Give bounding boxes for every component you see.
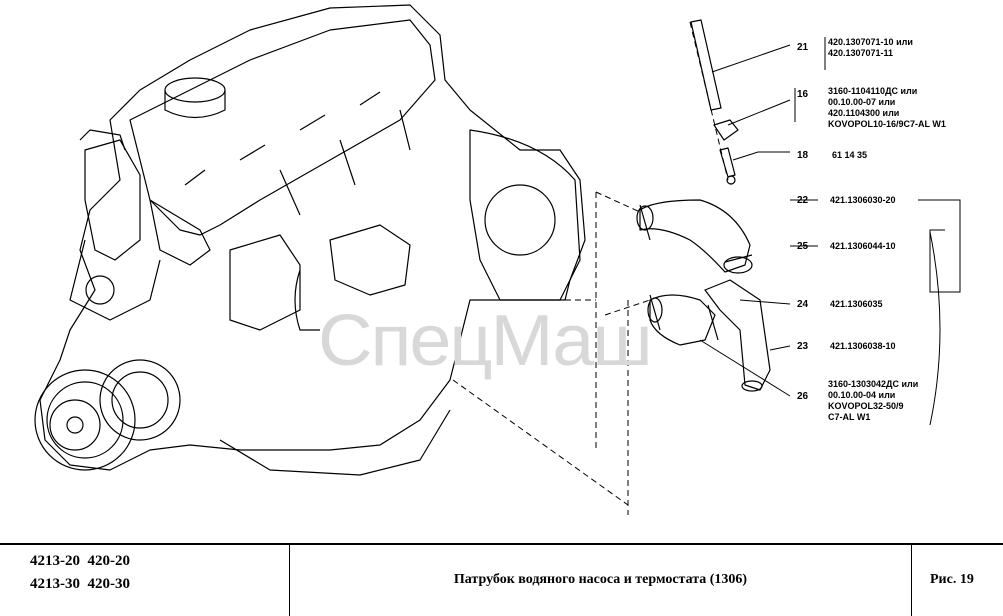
part-26-number: 26 [797,391,809,402]
part-25-number: 25 [797,241,809,252]
model-line: 4213-20 420-20 [30,553,130,569]
engine-illustration [34,4,961,515]
part-22-code: 421.1306030-20 [830,195,896,205]
part-26-code: C7-AL W1 [828,412,871,422]
models-cell: 4213-20 420-20 4213-30 420-30 [0,545,290,616]
part-21-code: 420.1307071-10 или [828,37,913,47]
part-26-code: KOVOPOL32-50/9 [828,401,904,411]
part-26-codes: 3160-1303042ДС или 00.10.00-04 или KOVOP… [828,379,918,423]
part-24-code: 421.1306035 [830,299,883,309]
part-26-code: 00.10.00-04 или [828,390,896,400]
part-16-code: 00.10.00-07 или [828,97,896,107]
part-21-code: 420.1307071-11 [828,48,894,58]
title-cell: Патрубок водяного насоса и термостата (1… [290,545,912,616]
part-21-codes: 420.1307071-10 или 420.1307071-11 [828,37,913,59]
figure-cell: Рис. 19 [912,545,1003,616]
part-18-number: 18 [797,150,809,161]
part-25-code: 421.1306044-10 [830,241,896,251]
page-title: Патрубок водяного насоса и термостата (1… [453,572,748,587]
part-16-codes: 3160-1104110ДС или 00.10.00-07 или 420.1… [828,86,946,130]
part-18-code: 61 14 35 [832,150,868,160]
part-16-number: 16 [797,89,809,100]
part-16-code: 420.1104300 или [828,108,900,118]
part-23-code: 421.1306038-10 [830,341,896,351]
part-22-number: 22 [797,195,809,206]
drawing-area: СпецМаш 21 420.1307071-10 или 420.130707… [34,4,961,515]
part-16-code: 3160-1104110ДС или [828,86,918,96]
title-block: 4213-20 420-20 4213-30 420-30 Патрубок в… [0,543,1003,616]
part-16-code: KOVOPOL10-16/9C7-AL W1 [828,119,946,129]
part-26-code: 3160-1303042ДС или [828,379,919,389]
part-23-number: 23 [797,341,809,352]
watermark: СпецМаш [318,301,653,381]
figure-number: Рис. 19 [930,572,974,587]
part-21-number: 21 [797,42,809,53]
part-24-number: 24 [797,299,809,310]
model-line: 4213-30 420-30 [30,576,130,592]
